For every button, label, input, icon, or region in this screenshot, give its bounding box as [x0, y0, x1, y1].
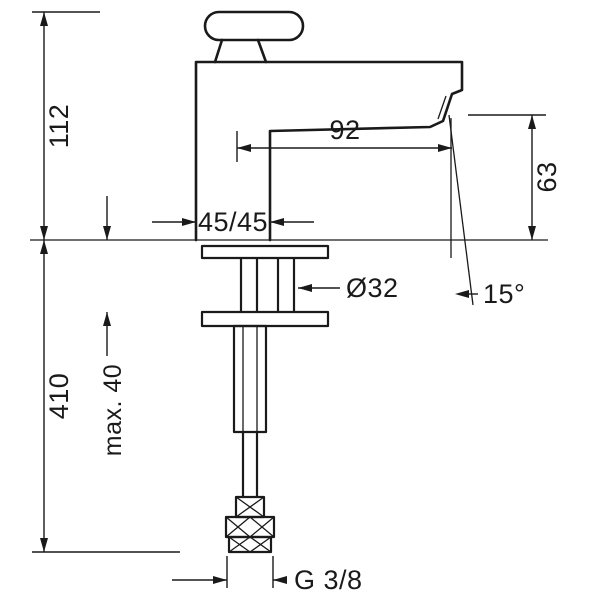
dim-max40-arrowheads [103, 226, 111, 326]
dim-thread-label: G 3/8 [294, 565, 363, 595]
dim-thread-extension-lines [226, 556, 274, 588]
supply-hose [241, 432, 259, 497]
dimension-112: 112 [32, 11, 100, 240]
stud-inner-lines [242, 326, 258, 432]
below-deck-parts [200, 244, 330, 554]
shank [239, 258, 296, 312]
handle-lever [203, 10, 305, 42]
connection-nut [224, 515, 276, 539]
dim-angle-label: 15° [483, 279, 525, 309]
mounting-nut [200, 310, 330, 328]
dimension-max-40: max. 40 [99, 196, 127, 456]
dimension-45-45: 45/45 [152, 207, 314, 237]
dim-112-label: 112 [44, 104, 74, 149]
aerator-detail [437, 95, 447, 120]
inclined-spray-line [448, 114, 474, 306]
spray-angle-references [448, 114, 474, 306]
dim-63-arrowheads [528, 115, 536, 240]
faucet-outline [194, 10, 464, 242]
dim-45-label: 45/45 [198, 207, 268, 237]
dim-63-label: 63 [532, 161, 562, 192]
dim-thread-arrowheads [213, 576, 287, 584]
threaded-stud [232, 324, 268, 434]
dimension-angle-15: 15° [455, 279, 525, 309]
connection-nut-end [227, 535, 273, 554]
connection-nut-hatch [225, 516, 275, 538]
dim-angle-arrowhead [455, 290, 469, 298]
connection-nut-end-hatch [228, 536, 272, 553]
dim-92-label: 92 [329, 115, 360, 145]
dim-max40-label: max. 40 [99, 364, 127, 456]
base-flange [200, 244, 330, 260]
hose-crimp-hatch [235, 496, 265, 518]
dim-diameter-arrowhead [298, 284, 312, 292]
dimension-63: 63 [468, 114, 562, 240]
dimension-92: 92 [236, 115, 452, 162]
dim-diameter-label: Ø32 [346, 273, 399, 303]
body-and-spout [194, 60, 464, 242]
handle-neck [213, 38, 268, 64]
dimension-410: 410 [32, 240, 180, 553]
dimension-thread-g38: G 3/8 [172, 556, 363, 595]
dim-410-label: 410 [44, 373, 74, 420]
dimension-diameter-32: Ø32 [298, 273, 399, 303]
